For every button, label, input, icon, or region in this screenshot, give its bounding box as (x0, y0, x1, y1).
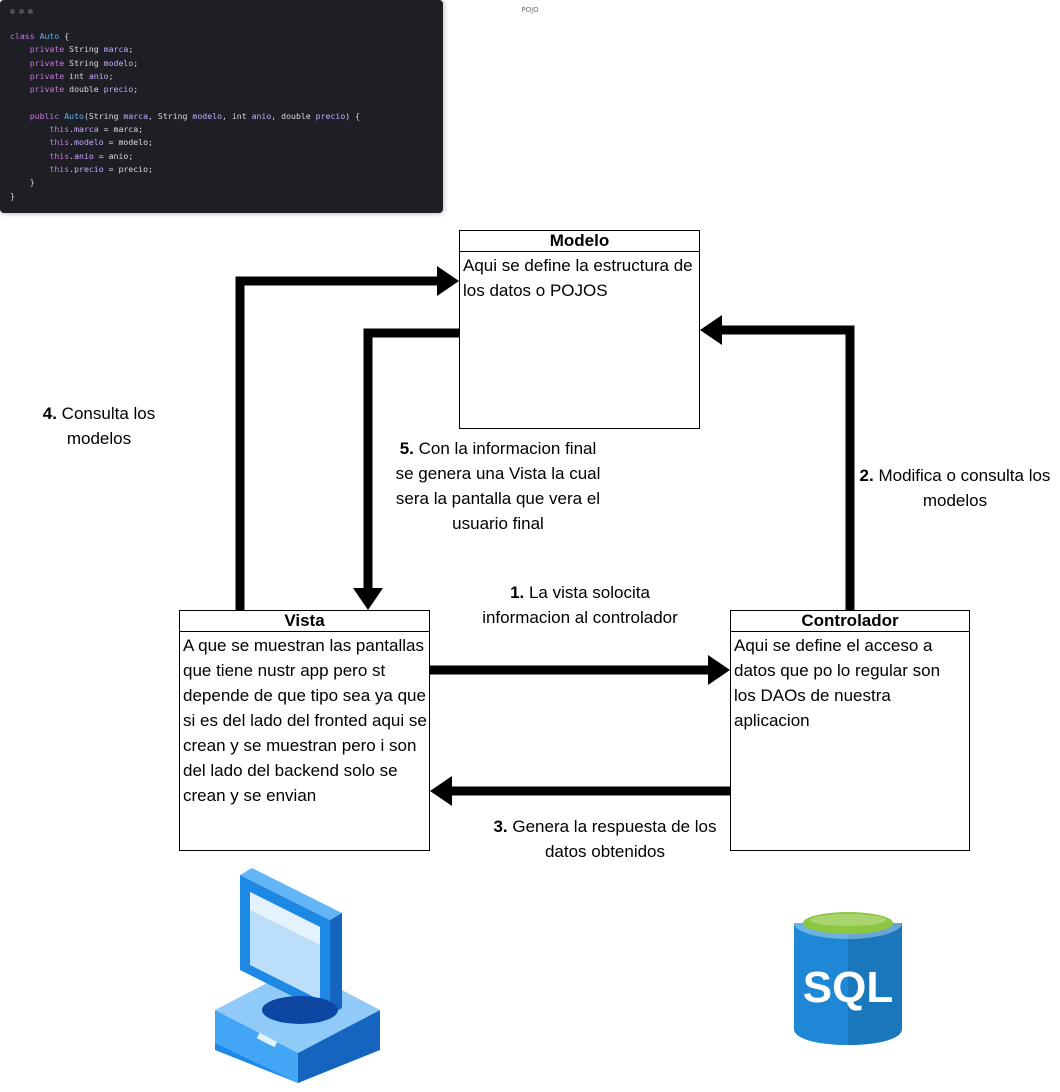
code-line: private String marca; (29, 44, 134, 55)
label-step-2: 2. Modifica o consulta los modelos (859, 466, 1051, 510)
code-line: private double precio; (29, 84, 139, 95)
code-window-title: POJO (521, 6, 539, 14)
label-step-5: 5. Con la informacion final se genera un… (395, 439, 601, 533)
sql-body (794, 923, 902, 1045)
vista-box: Vista A que se muestran las pantallas qu… (179, 610, 430, 851)
arrow-vista-to-controlador (430, 655, 730, 685)
modelo-body: Aqui se define la estructura de los dato… (463, 256, 693, 300)
controlador-title: Controlador (731, 611, 969, 632)
code-line: private int anio; (29, 70, 114, 81)
computer-icon (215, 868, 380, 1083)
sql-label: SQL (803, 963, 893, 1012)
code-line: this.precio = precio; (49, 163, 153, 174)
window-dot-icon (28, 9, 33, 14)
window-dot-icon (10, 9, 15, 14)
modelo-title: Modelo (460, 231, 699, 252)
code-line: private String modelo; (29, 57, 139, 68)
code-block: class Auto { private String marca; priva… (10, 30, 360, 203)
modelo-box: Modelo Aqui se define la estructura de l… (459, 230, 700, 429)
window-dot-icon (19, 9, 24, 14)
vista-body: A que se muestran las pantallas que tien… (183, 636, 427, 805)
arrow-controlador-to-vista (430, 776, 730, 806)
controlador-body: Aqui se define el acceso a datos que po … (734, 636, 941, 730)
arrow-modelo-to-vista (353, 328, 459, 610)
code-window: POJO class Auto { private String marca; … (0, 0, 539, 213)
arrow-vista-to-modelo (235, 266, 459, 610)
controlador-box: Controlador Aqui se define el acceso a d… (730, 610, 970, 851)
sql-database-icon: SQL (794, 907, 902, 1045)
code-line: class Auto { (10, 31, 70, 41)
code-line: this.anio = anio; (49, 150, 134, 161)
arrow-controlador-to-modelo (700, 315, 855, 610)
code-line: } (10, 177, 35, 188)
code-line: this.modelo = modelo; (49, 137, 153, 148)
code-line: } (10, 190, 15, 201)
label-step-3: 3. Genera la respuesta de los datos obte… (493, 817, 717, 861)
vista-title: Vista (180, 611, 429, 632)
label-step-1: 1. La vista solocita informacion al cont… (482, 583, 678, 627)
sql-top (803, 912, 893, 934)
code-line: this.marca = marca; (49, 124, 144, 135)
label-step-4: 4. Consulta los modelos (42, 404, 156, 448)
code-line: public Auto(String marca, String modelo,… (29, 110, 361, 121)
